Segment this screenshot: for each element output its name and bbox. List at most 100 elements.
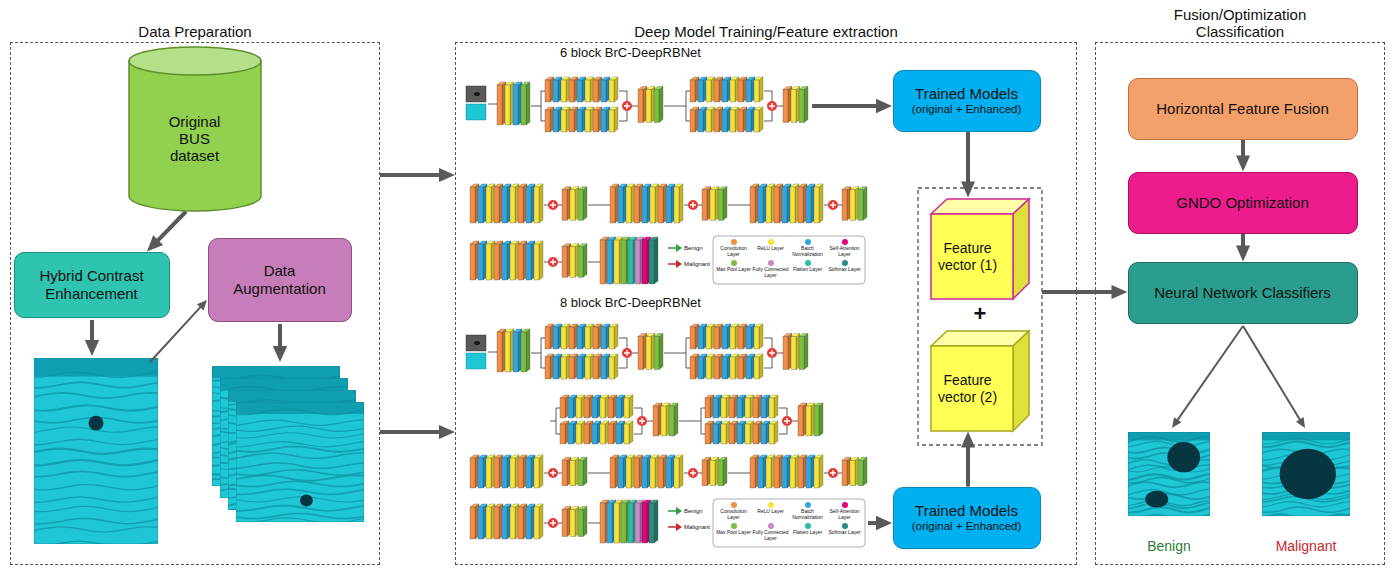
slab-top	[560, 421, 569, 424]
legend-item: Benign	[668, 507, 703, 515]
slab-side	[583, 506, 587, 536]
slab-top	[738, 77, 747, 80]
layer-slab	[513, 329, 522, 372]
layer-slab	[502, 504, 511, 539]
slab-top	[502, 241, 511, 244]
slab-front	[626, 187, 631, 223]
tissue-texture	[1128, 465, 1210, 470]
layer-slab	[593, 354, 602, 379]
layer-slab	[510, 241, 519, 280]
slab-top	[585, 77, 594, 80]
add-symbol	[828, 200, 838, 210]
layer-slab	[642, 184, 651, 223]
slab-front	[738, 80, 743, 102]
slab-top	[713, 421, 722, 424]
wire	[664, 353, 686, 354]
slab-front	[570, 190, 575, 221]
slab-side	[539, 241, 543, 280]
slab-top	[714, 107, 723, 110]
arrow-head	[1172, 417, 1181, 428]
wire	[764, 338, 772, 348]
layer-slab	[782, 184, 791, 223]
slab-top	[601, 324, 610, 327]
slab-top	[592, 395, 601, 398]
wire	[619, 111, 627, 121]
slab-top	[609, 354, 618, 357]
slab-front	[568, 398, 573, 418]
slab-front	[798, 187, 803, 223]
slab-top	[577, 324, 586, 327]
slab-front	[705, 424, 710, 444]
layer-slab	[600, 395, 609, 418]
slab-top	[642, 455, 651, 458]
layer-slab	[561, 354, 570, 379]
wire	[556, 408, 557, 434]
node-label: Hybrid Contrast Enhancement	[29, 267, 155, 302]
add-symbol	[828, 468, 838, 478]
layer-slab	[578, 457, 587, 486]
slab-front	[713, 398, 718, 418]
slab-front	[806, 458, 811, 488]
slab-top	[562, 506, 571, 509]
slab-top	[570, 457, 579, 460]
connector-line	[966, 132, 970, 185]
arrow-shaft	[668, 526, 677, 528]
slab-front	[730, 357, 735, 379]
arrow-head	[676, 523, 682, 531]
legend-label: Flatten Layer	[789, 267, 826, 273]
layer-slab	[478, 455, 487, 488]
slab-top	[608, 395, 617, 398]
slab-front	[799, 337, 804, 370]
slab-front	[553, 357, 558, 379]
wire	[619, 358, 627, 368]
process-box: Neural Network Classifiers	[1128, 262, 1358, 324]
slab-front	[618, 458, 623, 488]
slab-top	[470, 455, 479, 458]
slab-front	[754, 110, 759, 132]
wire	[531, 106, 541, 107]
slab-front	[658, 458, 663, 488]
legend-item: Fully Connected Layer	[752, 260, 789, 278]
layer-slab	[791, 87, 800, 123]
wire	[728, 205, 750, 206]
slab-top	[526, 241, 535, 244]
slab-front	[705, 398, 710, 418]
slab-top	[858, 187, 867, 190]
slab-front	[545, 357, 550, 379]
slab-front	[568, 424, 573, 444]
slab-front	[761, 398, 766, 418]
slab-front	[510, 458, 515, 488]
layer-slab	[666, 184, 675, 223]
layer-slab	[746, 77, 755, 102]
process-box: Data Augmentation	[208, 238, 352, 322]
layer-slab	[562, 187, 571, 221]
layer-slab	[722, 77, 731, 102]
slab-front	[578, 509, 583, 536]
slab-front	[494, 507, 499, 539]
slab-front	[850, 190, 855, 221]
slab-top	[754, 77, 763, 80]
layer-slab	[577, 354, 586, 379]
slab-front	[791, 90, 796, 123]
legend-label: ReLU Layer	[752, 246, 789, 252]
slab-front	[722, 110, 727, 132]
wire	[792, 421, 798, 422]
slab-front	[698, 327, 703, 349]
slab-front	[624, 398, 629, 418]
legend-label: ReLU Layer	[752, 509, 789, 515]
slab-front	[858, 460, 863, 486]
stage-panel: Fusion/Optimization ClassificationHorizo…	[1095, 42, 1385, 565]
slab-front	[513, 85, 518, 125]
slab-top	[585, 324, 594, 327]
slab-top	[585, 107, 594, 110]
tissue-texture	[1128, 482, 1210, 487]
flow-arrow	[380, 168, 455, 182]
layer-slab	[616, 395, 625, 418]
legend-label: Convolution Layer	[715, 246, 752, 257]
layer-slab	[577, 77, 586, 102]
layer-slab	[650, 184, 659, 223]
node-label: Data Augmentation	[223, 262, 337, 297]
connector-line	[380, 430, 442, 434]
add-symbol	[767, 101, 777, 111]
wire	[544, 473, 548, 474]
